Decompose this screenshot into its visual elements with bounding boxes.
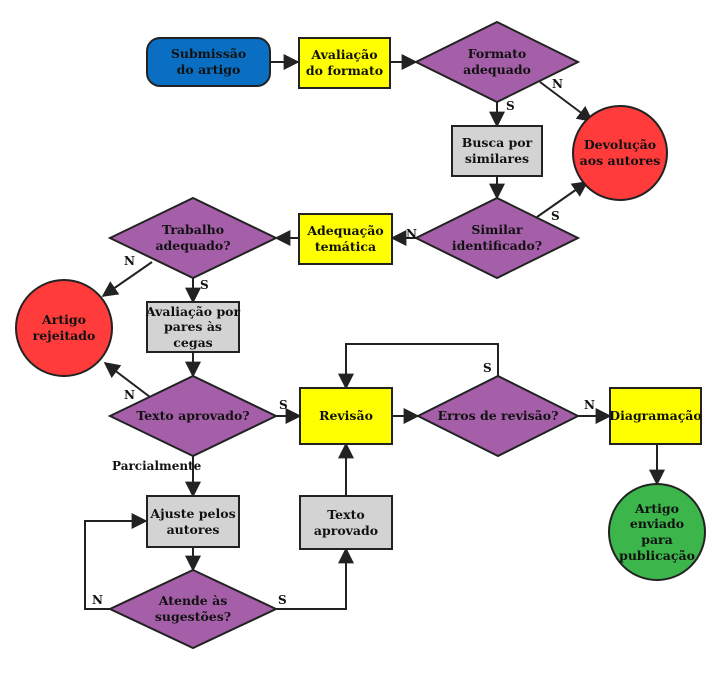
node-texto-aprovado-box-label: Texto aprovado xyxy=(313,506,379,538)
node-diagramacao-shape xyxy=(609,387,702,445)
edge-trabalho-rejeitado xyxy=(101,261,153,297)
edge-similar-devolucao xyxy=(536,181,589,218)
node-avaliacao-formato-label: Avaliação do formato xyxy=(305,47,384,78)
edge-atende-textoaprovado xyxy=(276,547,354,610)
edge-label-similar-s: S xyxy=(551,209,560,223)
edge-label-texto-parcial: Parcialmente xyxy=(112,459,202,473)
edge-label-trabalho-n: N xyxy=(124,254,135,268)
edge-erros-revisao-loop xyxy=(338,343,499,390)
node-devolucao-label: Devolução aos autores xyxy=(579,137,661,168)
node-diagramacao-label: Diagramação xyxy=(609,408,702,424)
edge-label-texto-s: S xyxy=(279,398,288,412)
node-adequacao-tematica-label: Adequação temática xyxy=(307,223,384,254)
edge-label-formato-n: N xyxy=(552,77,563,91)
edge-label-similar-n: N xyxy=(406,227,417,241)
node-artigo-enviado-label: Artigo enviado para publicação xyxy=(619,500,695,563)
edge-label-erros-n: N xyxy=(584,398,595,412)
node-devolucao-shape xyxy=(572,105,668,201)
edge-label-atende-s: S xyxy=(278,593,287,607)
node-erros-revisao-shape xyxy=(415,374,581,458)
node-artigo-rejeitado-label: Artigo rejeitado xyxy=(32,312,96,343)
edge-label-erros-s: S xyxy=(483,361,492,375)
edge-label-trabalho-s: S xyxy=(200,278,209,292)
node-ajuste-autores-label: Ajuste pelos autores xyxy=(150,505,236,537)
node-similar-identificado-shape xyxy=(413,196,581,280)
node-atende-sugestoes-label: Atende às sugestões? xyxy=(154,593,232,624)
node-avaliacao-pares-label: Avaliação por pares às cegas xyxy=(145,303,241,350)
node-submissao-shape xyxy=(146,37,271,87)
node-atende-sugestoes-shape xyxy=(107,568,279,650)
node-revisao-label: Revisão xyxy=(319,408,373,424)
node-artigo-enviado-shape xyxy=(608,483,706,581)
node-revisao-shape xyxy=(299,387,393,445)
node-avaliacao-pares-shape xyxy=(146,301,240,353)
node-artigo-rejeitado-shape xyxy=(15,279,113,377)
node-formato-adequado-shape xyxy=(413,20,581,104)
node-busca-similares-shape xyxy=(451,125,543,177)
node-busca-similares-label: Busca por similares xyxy=(461,135,533,166)
edge-label-formato-s: S xyxy=(506,99,515,113)
node-texto-aprovado-q-label: Texto aprovado? xyxy=(136,408,250,424)
node-adequacao-tematica-shape xyxy=(298,213,393,265)
node-avaliacao-formato-shape xyxy=(298,37,391,89)
node-trabalho-adequado-shape xyxy=(107,196,279,280)
node-submissao-label: Submissão do artigo xyxy=(170,46,247,77)
node-texto-aprovado-q-shape xyxy=(107,374,279,458)
edge-atende-ajuste-loop xyxy=(84,513,148,610)
edge-formato-devolucao xyxy=(539,81,594,122)
edge-label-texto-n: N xyxy=(124,388,135,402)
edge-texto-rejeitado xyxy=(103,362,151,398)
node-texto-aprovado-box-shape xyxy=(299,495,393,550)
node-trabalho-adequado-label: Trabalho adequado? xyxy=(155,222,231,253)
node-formato-adequado-label: Formato adequado xyxy=(463,46,531,77)
edge-label-atende-n: N xyxy=(92,593,103,607)
node-ajuste-autores-shape xyxy=(146,495,240,548)
node-similar-identificado-label: Similar identificado? xyxy=(451,222,543,253)
node-erros-revisao-label: Erros de revisão? xyxy=(437,408,559,424)
